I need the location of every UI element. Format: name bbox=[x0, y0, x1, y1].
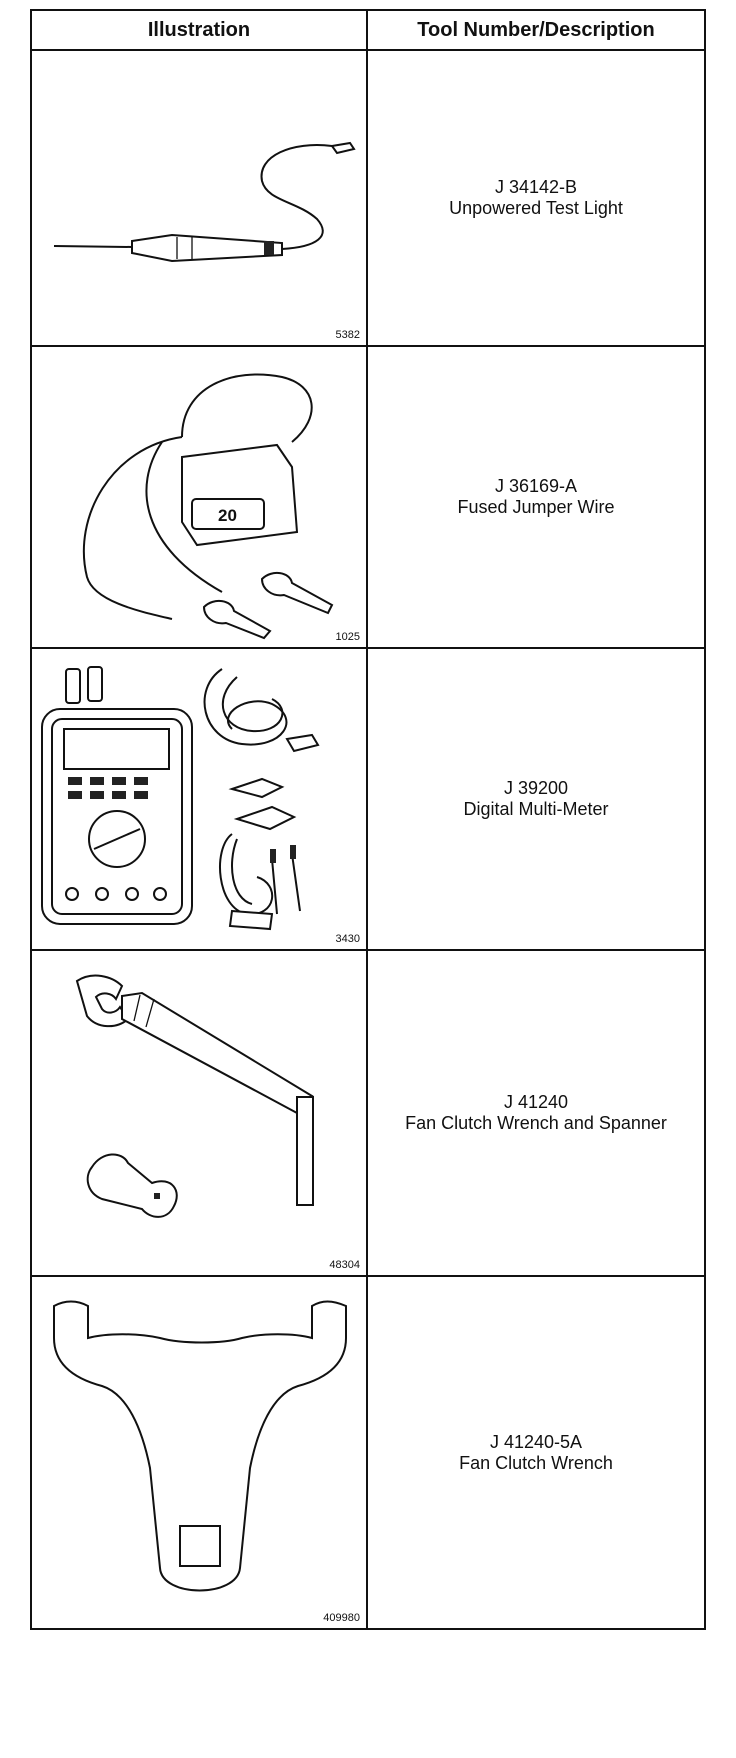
tool-name: Unpowered Test Light bbox=[449, 198, 623, 218]
tool-description: J 41240-5A Fan Clutch Wrench bbox=[368, 1277, 704, 1628]
tool-number: J 41240 bbox=[503, 1092, 569, 1112]
jumper-wire-drawing: 20 bbox=[82, 373, 334, 640]
tool-number: J 34142-B bbox=[494, 177, 578, 197]
figure-number: 1025 bbox=[335, 631, 360, 643]
wrench-spanner-illustration: 48304 bbox=[32, 951, 368, 1275]
tool-name: Fused Jumper Wire bbox=[457, 497, 615, 517]
multimeter-drawing bbox=[41, 666, 320, 931]
figure-number: 3430 bbox=[335, 933, 360, 945]
figure-number: 409980 bbox=[323, 1612, 360, 1624]
tool-name: Fan Clutch Wrench bbox=[459, 1452, 613, 1473]
tool-description: J 39200 Digital Multi-Meter bbox=[368, 649, 704, 949]
multimeter-illustration: 3430 bbox=[32, 649, 368, 949]
tool-number: J 36169-A bbox=[494, 476, 578, 496]
figure-number: 48304 bbox=[329, 1259, 360, 1271]
fan-clutch-wrench-drawing bbox=[53, 1300, 347, 1592]
tool-table: Illustration Tool Number/Description 538… bbox=[30, 9, 706, 1630]
tool-number: J 41240-5A bbox=[489, 1431, 583, 1452]
figure-number: 5382 bbox=[335, 329, 360, 341]
tool-description: J 36169-A Fused Jumper Wire bbox=[368, 347, 704, 647]
test-light-illustration: 5382 bbox=[32, 51, 368, 345]
table-row: 48304 J 41240 Fan Clutch Wrench and Span… bbox=[32, 951, 704, 1277]
illustration-header: Illustration bbox=[32, 11, 368, 49]
fan-clutch-wrench-illustration: 409980 bbox=[32, 1277, 368, 1628]
fuse-label: 20 bbox=[218, 506, 237, 525]
table-header: Illustration Tool Number/Description bbox=[32, 11, 704, 51]
tool-header: Tool Number/Description bbox=[417, 18, 655, 41]
table-row: 5382 J 34142-B Unpowered Test Light bbox=[32, 51, 704, 347]
tool-number: J 39200 bbox=[503, 778, 569, 798]
tool-description: J 34142-B Unpowered Test Light bbox=[368, 51, 704, 345]
table-row: 409980 J 41240-5A Fan Clutch Wrench bbox=[32, 1277, 704, 1628]
tool-name: Fan Clutch Wrench and Spanner bbox=[405, 1113, 667, 1133]
jumper-wire-illustration: 20 1025 bbox=[32, 347, 368, 647]
table-row: 3430 J 39200 Digital Multi-Meter bbox=[32, 649, 704, 951]
wrench-spanner-drawing bbox=[75, 974, 314, 1218]
tool-name: Digital Multi-Meter bbox=[463, 799, 609, 819]
table-row: 20 1025 J 36169-A Fused Jumper Wire bbox=[32, 347, 704, 649]
test-light-drawing bbox=[53, 141, 356, 263]
tool-description: J 41240 Fan Clutch Wrench and Spanner bbox=[368, 951, 704, 1275]
